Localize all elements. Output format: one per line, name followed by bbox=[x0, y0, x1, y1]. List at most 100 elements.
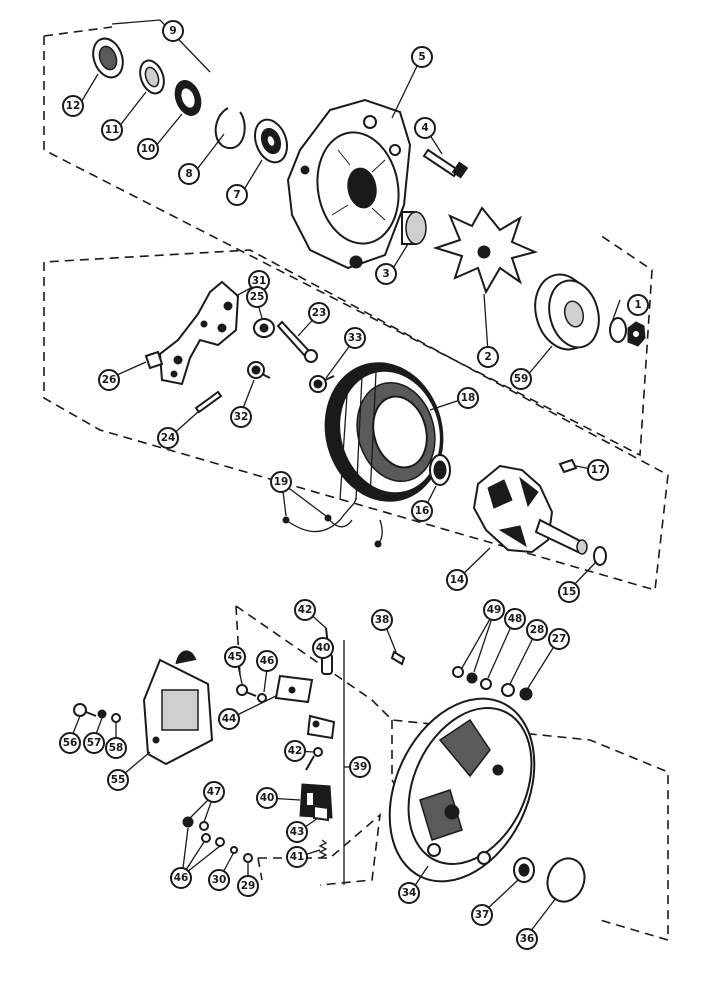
svg-text:44: 44 bbox=[222, 713, 237, 725]
part-24-screw bbox=[194, 390, 223, 414]
part-31-heat-sink bbox=[158, 280, 240, 386]
svg-text:16: 16 bbox=[415, 505, 430, 517]
svg-text:46: 46 bbox=[174, 872, 189, 884]
callout-24: 24 bbox=[157, 427, 179, 449]
callout-11: 11 bbox=[101, 119, 123, 141]
callout-2: 2 bbox=[477, 346, 499, 368]
part-36-o-ring bbox=[546, 857, 586, 903]
svg-text:11: 11 bbox=[105, 124, 120, 136]
svg-text:17: 17 bbox=[591, 464, 606, 476]
svg-text:25: 25 bbox=[250, 291, 265, 303]
svg-text:2: 2 bbox=[484, 351, 491, 363]
callout-layer: 9 12 11 10 8 7 5 4 3 2 1 59 31 25 23 33 … bbox=[59, 20, 649, 950]
svg-text:47: 47 bbox=[207, 786, 222, 798]
part-41-spring bbox=[318, 839, 328, 859]
part-3-spacer bbox=[401, 211, 427, 245]
svg-text:3: 3 bbox=[382, 268, 389, 280]
svg-text:49: 49 bbox=[487, 604, 502, 616]
part-15-ring bbox=[593, 546, 607, 566]
svg-text:10: 10 bbox=[141, 143, 156, 155]
part-25-insulator bbox=[253, 318, 275, 338]
part-58-washer bbox=[111, 713, 121, 723]
svg-text:4: 4 bbox=[421, 122, 428, 134]
section-boundary-rotor-stator bbox=[43, 249, 669, 592]
svg-text:37: 37 bbox=[475, 909, 490, 921]
callout-9: 9 bbox=[162, 20, 184, 42]
part-43-brush bbox=[313, 804, 329, 822]
callout-19: 19 bbox=[270, 471, 292, 493]
part-47-nut-a bbox=[182, 816, 194, 828]
callout-44: 44 bbox=[218, 708, 240, 730]
callout-4: 4 bbox=[414, 117, 436, 139]
svg-text:57: 57 bbox=[87, 737, 102, 749]
callout-56: 56 bbox=[59, 732, 81, 754]
callout-30: 30 bbox=[208, 869, 230, 891]
part-28-washer bbox=[501, 683, 515, 697]
svg-text:36: 36 bbox=[520, 933, 535, 945]
part-46-washer-b bbox=[215, 837, 225, 847]
callout-31: 31 bbox=[248, 270, 270, 292]
part-brush-holder-top bbox=[306, 714, 336, 740]
svg-text:43: 43 bbox=[290, 826, 305, 838]
svg-text:31: 31 bbox=[252, 275, 267, 287]
callout-46-bottom: 46 bbox=[170, 867, 192, 889]
callout-41: 41 bbox=[286, 846, 308, 868]
part-4-bolt bbox=[422, 148, 469, 179]
svg-text:41: 41 bbox=[290, 851, 305, 863]
callout-49: 49 bbox=[483, 599, 505, 621]
callout-39: 39 bbox=[349, 756, 371, 778]
svg-text:40: 40 bbox=[316, 642, 331, 654]
part-12-washer bbox=[92, 37, 124, 79]
svg-text:23: 23 bbox=[312, 307, 327, 319]
svg-text:5: 5 bbox=[418, 51, 425, 63]
callout-34: 34 bbox=[398, 882, 420, 904]
callout-58: 58 bbox=[105, 737, 127, 759]
callout-14: 14 bbox=[446, 569, 468, 591]
svg-text:33: 33 bbox=[348, 332, 363, 344]
callout-1: 1 bbox=[627, 294, 649, 316]
part-49-washer-b bbox=[466, 672, 478, 684]
callout-43: 43 bbox=[286, 821, 308, 843]
part-55-regulator bbox=[142, 650, 214, 766]
svg-text:42: 42 bbox=[288, 745, 303, 757]
svg-text:38: 38 bbox=[375, 614, 390, 626]
part-8-snap-ring bbox=[214, 107, 246, 150]
callout-12: 12 bbox=[62, 95, 84, 117]
callout-5: 5 bbox=[411, 46, 433, 68]
callout-46-top: 46 bbox=[256, 650, 278, 672]
svg-text:27: 27 bbox=[552, 633, 567, 645]
callout-10: 10 bbox=[137, 138, 159, 160]
callout-45: 45 bbox=[224, 646, 246, 668]
part-18-stator bbox=[324, 362, 444, 502]
svg-text:46: 46 bbox=[260, 655, 275, 667]
part-7-bearing bbox=[254, 118, 288, 164]
callout-7: 7 bbox=[226, 184, 248, 206]
callout-16: 16 bbox=[411, 500, 433, 522]
part-57-washer bbox=[97, 709, 107, 719]
part-44-bracket bbox=[274, 674, 314, 704]
part-2-fan bbox=[432, 206, 539, 295]
part-37-bushing bbox=[513, 857, 535, 883]
callout-3: 3 bbox=[375, 263, 397, 285]
svg-text:19: 19 bbox=[274, 476, 289, 488]
part-1-nut-washer bbox=[609, 317, 646, 347]
callout-48: 48 bbox=[504, 608, 526, 630]
callout-42-top: 42 bbox=[294, 599, 316, 621]
part-49-washer-a bbox=[452, 666, 464, 678]
part-17-key bbox=[558, 458, 578, 474]
svg-text:40: 40 bbox=[260, 792, 275, 804]
svg-text:48: 48 bbox=[508, 613, 523, 625]
svg-text:30: 30 bbox=[212, 874, 227, 886]
svg-text:42: 42 bbox=[298, 604, 313, 616]
part-47-nut-b bbox=[199, 821, 209, 831]
callout-47: 47 bbox=[203, 781, 225, 803]
callout-23: 23 bbox=[308, 302, 330, 324]
callout-36: 36 bbox=[516, 928, 538, 950]
part-38-screw bbox=[390, 650, 406, 666]
callout-33: 33 bbox=[344, 327, 366, 349]
part-5-drive-end-frame bbox=[286, 98, 412, 270]
svg-text:18: 18 bbox=[461, 392, 476, 404]
callout-8: 8 bbox=[178, 163, 200, 185]
callout-38: 38 bbox=[371, 609, 393, 631]
svg-text:26: 26 bbox=[102, 374, 117, 386]
